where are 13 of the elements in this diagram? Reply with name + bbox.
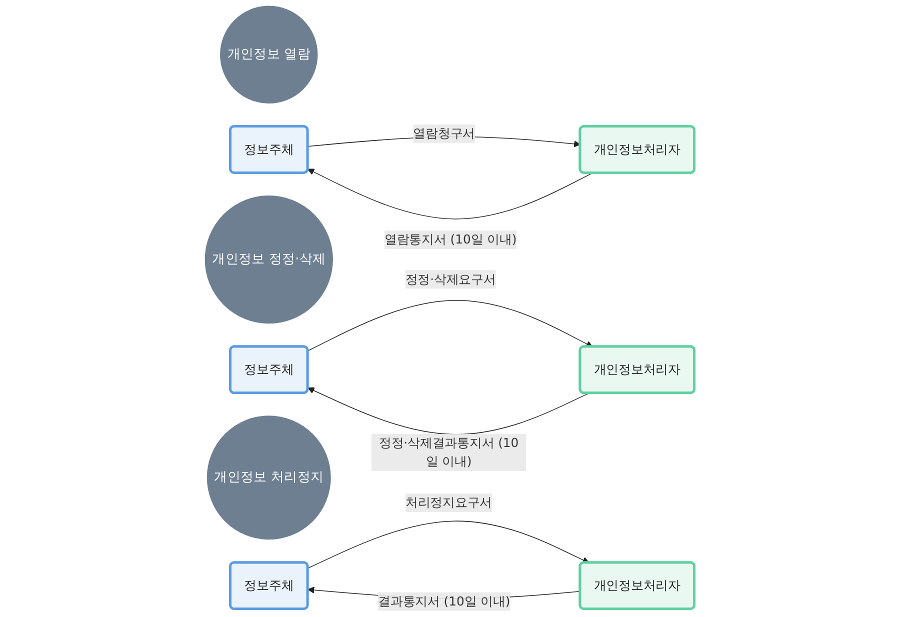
edge-label: 열람청구서 — [413, 126, 476, 141]
arrow — [308, 168, 594, 220]
node-circle: 개인정보 정정·삭제 — [205, 195, 334, 324]
node-circle: 개인정보 열람 — [220, 6, 318, 104]
edge-label: 처리정지요구서 — [406, 494, 492, 510]
node-circle: 개인정보 처리정지 — [207, 416, 332, 540]
arrow — [308, 387, 590, 435]
edge-label: 결과통지서 (10일 이내) — [378, 594, 510, 608]
edge-label: 정정·삭제요구서 — [406, 272, 496, 286]
edge-label: 열람통지서 (10일 이내) — [384, 232, 517, 247]
arrow — [308, 520, 590, 569]
arrow — [308, 300, 593, 352]
edge-label: 정정·삭제결과통지서 (10일 이내) — [379, 436, 519, 469]
